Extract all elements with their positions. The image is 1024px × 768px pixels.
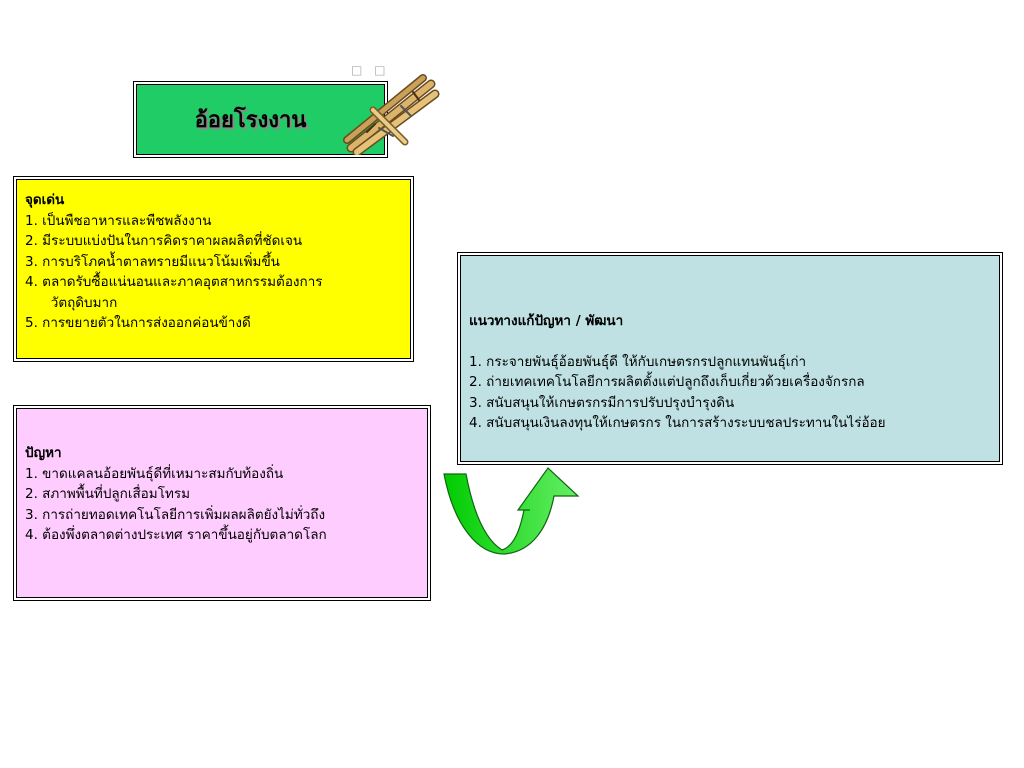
u-turn-arrow-icon: [443, 467, 580, 555]
list-item: 2. มีระบบแบ่งปันในการคิดราคาผลผลิตที่ชัด…: [25, 233, 303, 249]
problems-box: ปัญหา 1. ขาดแคลนอ้อยพันธุ์ดีที่เหมาะสมกั…: [13, 405, 431, 601]
list-item: 5. การขยายตัวในการส่งออกค่อนข้างดี: [25, 315, 251, 331]
missing-glyph-placeholder: □ □: [351, 63, 390, 77]
strengths-heading: จุดเด่น: [25, 192, 65, 208]
problems-list: 1. ขาดแคลนอ้อยพันธุ์ดีที่เหมาะสมกับท้องถ…: [25, 464, 419, 546]
list-item: 3. การถ่ายทอดเทคโนโลยีการเพิ่มผลผลิตยังไ…: [25, 506, 326, 523]
list-item: 4. ตลาดรับซื้อแน่นอนและภาคอุตสาหกรรมต้อง…: [25, 274, 323, 290]
solutions-list: 1. กระจายพันธุ์อ้อยพันธุ์ดี ให้กับเกษตรก…: [469, 352, 991, 434]
solutions-heading: แนวทางแก้ปัญหา / พัฒนา: [469, 313, 624, 329]
page-title: อ้อยโรงงาน: [194, 108, 307, 133]
list-item: 4. ต้องพึ่งตลาดต่างประเทศ ราคาขึ้นอยู่กั…: [25, 527, 327, 543]
list-item: 1. กระจายพันธุ์อ้อยพันธุ์ดี ให้กับเกษตรก…: [469, 353, 807, 370]
list-item: 1. ขาดแคลนอ้อยพันธุ์ดีที่เหมาะสมกับท้องถ…: [25, 465, 284, 482]
list-item: วัตถุดิบมาก: [25, 294, 118, 311]
list-item: 2. สภาพพื้นที่ปลูกเสื่อมโทรม: [25, 486, 190, 502]
list-item: 3. สนับสนุนให้เกษตรกรมีการปรับปรุงบำรุงด…: [469, 394, 735, 411]
strengths-box: จุดเด่น 1. เป็นพืชอาหารและพืชพลังงาน 2. …: [13, 176, 414, 362]
list-item: 3. การบริโภคน้ำตาลทรายมีแนวโน้มเพิ่มขึ้น: [25, 253, 280, 270]
list-item: 1. เป็นพืชอาหารและพืชพลังงาน: [25, 212, 212, 229]
spacer: [469, 332, 991, 352]
list-item: 4. สนับสนุนเงินลงทุนให้เกษตรกร ในการสร้า…: [469, 415, 886, 431]
solutions-box: แนวทางแก้ปัญหา / พัฒนา 1. กระจายพันธุ์อ้…: [457, 252, 1003, 465]
problems-heading: ปัญหา: [25, 445, 62, 461]
sugarcane-icon: [343, 74, 440, 155]
strengths-list: 1. เป็นพืชอาหารและพืชพลังงาน 2. มีระบบแบ…: [25, 211, 402, 334]
list-item: 2. ถ่ายเทคเทคโนโลยีการผลิตตั้งแต่ปลูกถึง…: [469, 374, 865, 390]
